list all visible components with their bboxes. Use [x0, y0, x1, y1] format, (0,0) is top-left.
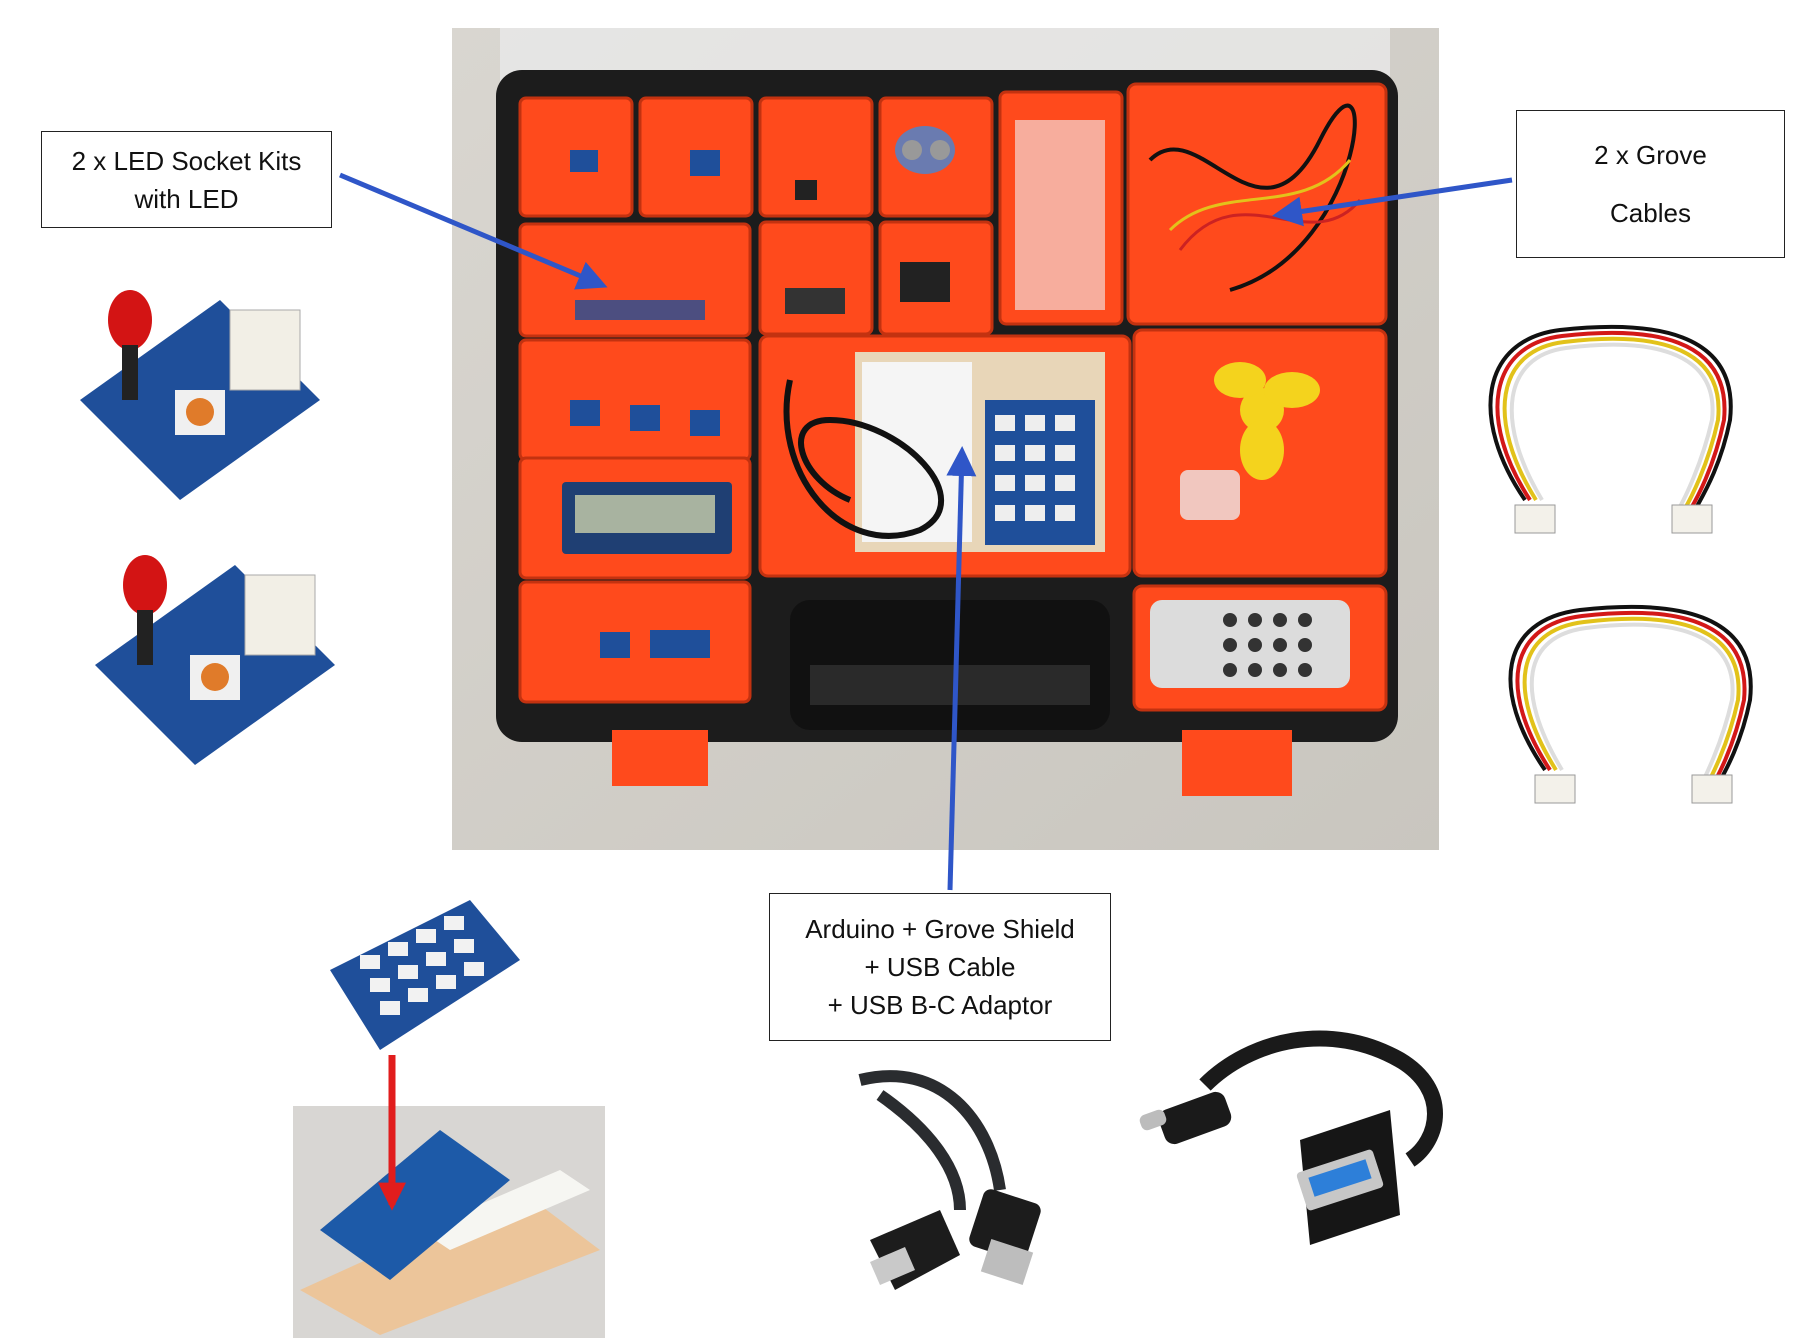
- organizer-box-photo: [452, 28, 1439, 850]
- arduino-label-line-2: + USB Cable: [864, 952, 1016, 982]
- usb-c-adaptor-photo: [1139, 1030, 1443, 1245]
- usb-a-to-b-cable-photo: [858, 1070, 1041, 1290]
- led-kits-label-line-2: with LED: [134, 183, 239, 214]
- grove-shield-arduino-photo: [293, 900, 605, 1338]
- led-socket-photo: [95, 555, 335, 765]
- led-kits-callout-arrow: [339, 172, 608, 290]
- grove-cables-label-line-1: 2 x Grove: [1594, 140, 1707, 170]
- arduino-callout-arrow: [946, 446, 977, 891]
- led-kits-label-line-1: 2 x LED Socket Kits: [71, 145, 302, 176]
- grove-cable-photo: [1488, 324, 1733, 534]
- grove-cables-label-line-2: Cables: [1610, 198, 1691, 228]
- arduino-label-line-1: Arduino + Grove Shield: [805, 914, 1075, 944]
- arduino-label-line-3: + USB B-C Adaptor: [827, 990, 1053, 1020]
- grove-cables-callout-arrow: [1272, 177, 1513, 227]
- grove-cables-label: 2 x Grove Cables: [1516, 110, 1785, 258]
- led-kits-label: 2 x LED Socket Kits with LED: [41, 131, 332, 228]
- led-socket-photo: [80, 290, 320, 500]
- arduino-label: Arduino + Grove Shield + USB Cable + USB…: [769, 893, 1111, 1041]
- grove-cable-photo: [1508, 604, 1753, 804]
